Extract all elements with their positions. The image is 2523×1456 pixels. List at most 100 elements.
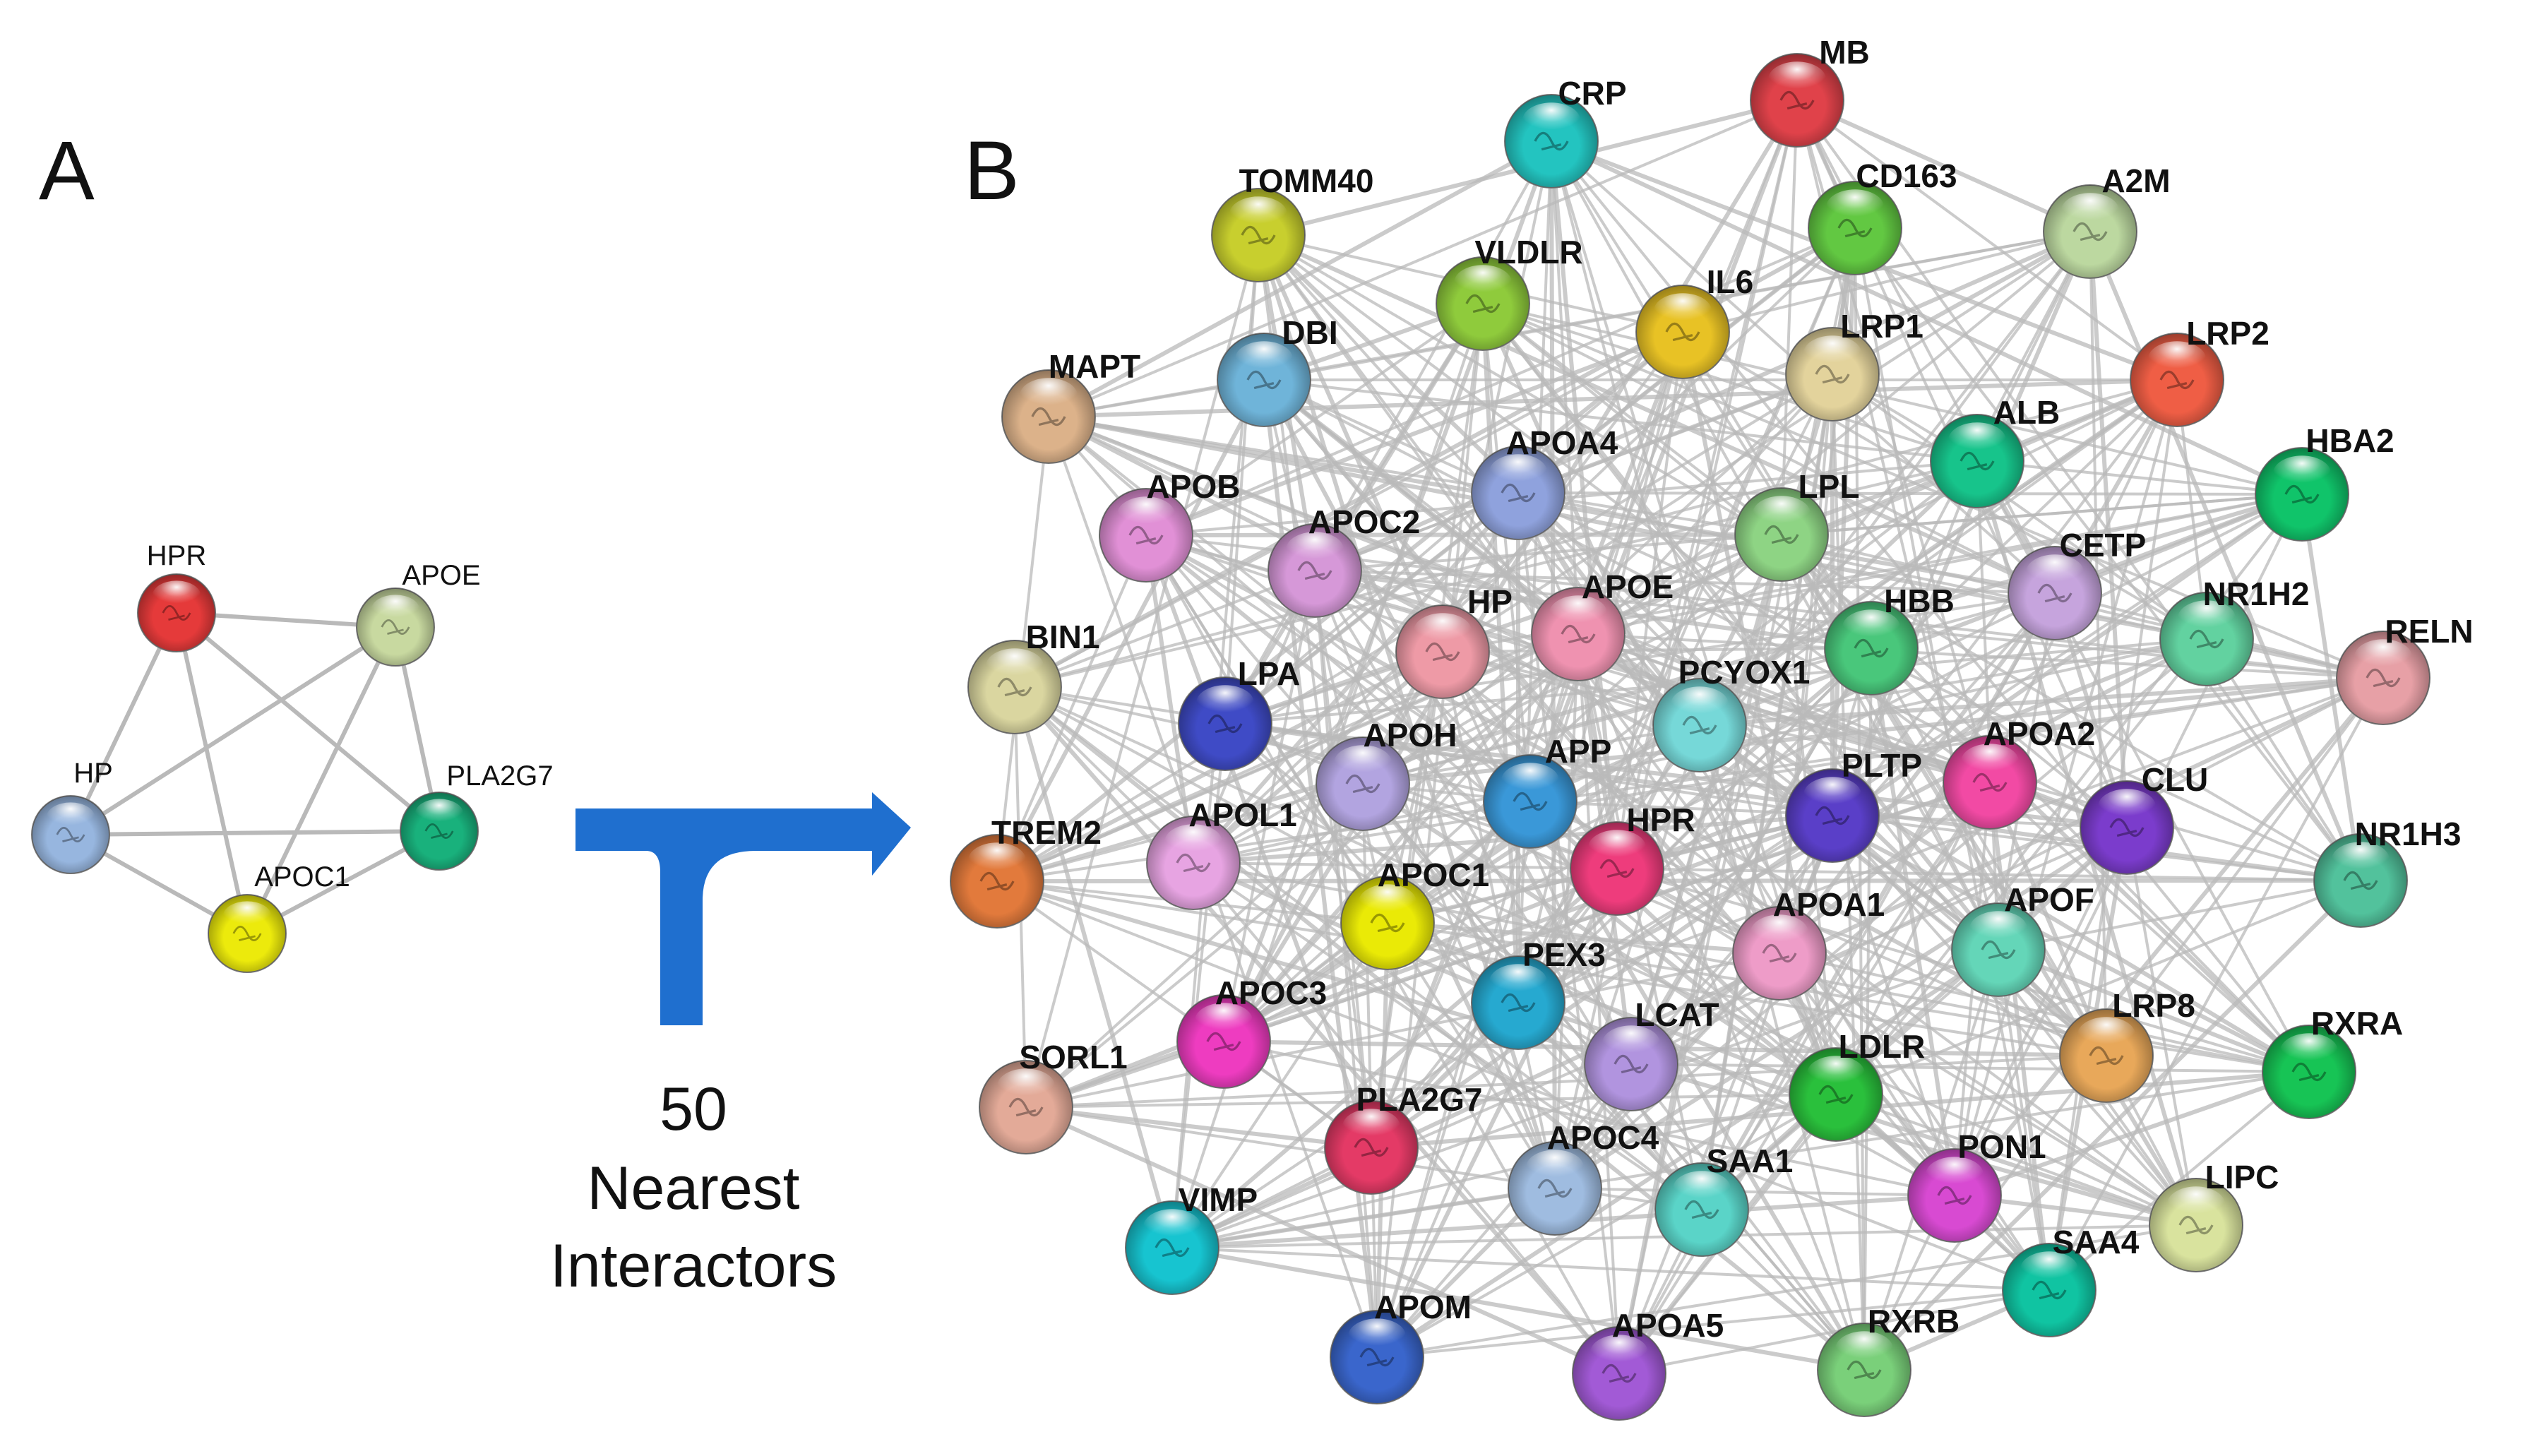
node-highlight [2332,842,2390,878]
edge-hpr-mb [1616,100,1799,869]
node-b-apoe[interactable]: APOE [1531,568,1674,681]
node-b-tomm40[interactable]: TOMM40 [1211,162,1373,282]
node-b-bin1[interactable]: BIN1 [967,619,1099,734]
node-b-pex3[interactable]: PEX3 [1471,936,1606,1050]
edge-apoc4-pon1 [1554,1187,1955,1197]
node-a-hpr[interactable]: HPR [137,540,216,652]
edge-bin1-rxrb [1013,685,1866,1372]
node-b-rxra[interactable]: RXRA [2262,1005,2403,1119]
node-label: APOM [1374,1289,1472,1325]
node-label: LCAT [1635,996,1719,1033]
node-b-pon1[interactable]: PON1 [1907,1128,2046,1243]
arrow-caption: 50 Nearest Interactors [550,1075,837,1300]
node-b-sorl1[interactable]: SORL1 [979,1039,1128,1154]
node-b-vimp[interactable]: VIMP [1125,1181,1258,1295]
node-a-pla2g7[interactable]: PLA2G7 [400,760,554,871]
node-a-hp[interactable]: HP [31,758,113,874]
node-b-saa1[interactable]: SAA1 [1654,1142,1793,1257]
node-b-a2m[interactable]: A2M [2043,162,2171,279]
node-b-lpa[interactable]: LPA [1178,655,1300,771]
node-label: HP [73,758,113,789]
node-b-apom[interactable]: APOM [1330,1289,1472,1404]
edge-hp-pla2g7 [70,829,440,837]
edge-apom-apoc2 [1313,570,1378,1358]
edge-pla2g7-sorl1 [1025,1105,1372,1150]
node-b-apoc3[interactable]: APOC3 [1176,974,1327,1089]
node-b-ldlr[interactable]: LDLR [1789,1028,1925,1142]
node-b-cd163[interactable]: CD163 [1808,157,1957,275]
node-b-pcyox1[interactable]: PCYOX1 [1652,654,1810,772]
node-b-apof[interactable]: APOF [1951,881,2094,997]
node-label: APOB [1147,468,1241,505]
node-highlight [1334,745,1392,781]
node-highlight [1803,335,1861,371]
node-b-mapt[interactable]: MAPT [1001,348,1140,464]
node-b-app[interactable]: APP [1483,733,1611,849]
node-b-trem2[interactable]: TREM2 [950,814,1102,929]
node-b-il6[interactable]: IL6 [1635,263,1753,379]
node-b-apoa2[interactable]: APOA2 [1943,715,2095,830]
node-label: APOA4 [1506,424,1618,461]
node-b-saa4[interactable]: SAA4 [2002,1224,2140,1337]
edge-reln-apol1 [1193,676,2384,864]
edge-rxrb-lpa [1224,722,1866,1371]
node-b-alb[interactable]: ALB [1930,394,2060,508]
node-b-cetp[interactable]: CETP [2008,527,2146,640]
node-b-apoc1[interactable]: APOC1 [1340,857,1489,970]
node-highlight [1522,102,1580,138]
panel-b-nodes: MB CRP TOMM40 CD163 A2M VLDLR IL6 DBI LRP1 LRP2 MA… [950,34,2474,1421]
node-b-crp[interactable]: CRP [1504,75,1627,189]
node-b-nr1h2[interactable]: NR1H2 [2159,575,2310,686]
node-b-lrp1[interactable]: LRP1 [1785,308,1923,422]
node-b-lpl[interactable]: LPL [1734,468,1859,582]
node-highlight [1229,196,1287,232]
node-b-apoa5[interactable]: APOA5 [1572,1307,1724,1421]
node-b-pltp[interactable]: PLTP [1785,747,1922,863]
panel-a-letter: A [39,124,95,217]
node-b-pla2g7[interactable]: PLA2G7 [1324,1081,1482,1195]
node-label: SAA4 [2053,1224,2140,1260]
node-b-apoc4[interactable]: APOC4 [1508,1119,1659,1236]
node-label: RELN [2385,613,2473,650]
node-b-apoh[interactable]: APOH [1316,717,1457,831]
edge-saa4-apoa2 [1988,782,2051,1291]
edge-cd163-nr1h3 [1854,227,2362,882]
node-b-lrp8[interactable]: LRP8 [2059,987,2195,1103]
node-label: VIMP [1179,1181,1258,1218]
node-b-apoa1[interactable]: APOA1 [1732,886,1885,1001]
edge-apom-saa4 [1376,1289,2050,1359]
node-b-hbb[interactable]: HBB [1824,583,1955,696]
node-b-clu[interactable]: CLU [2080,761,2208,875]
node-highlight [2280,1033,2338,1069]
node-highlight [986,648,1044,684]
node-label: CD163 [1856,157,1957,194]
node-b-lrp2[interactable]: LRP2 [2130,315,2269,427]
node-b-lcat[interactable]: LCAT [1584,996,1719,1111]
node-a-apoe[interactable]: APOE [356,560,481,667]
node-b-reln[interactable]: RELN [2336,613,2474,725]
caption-count: 50 [660,1075,727,1143]
node-b-apoa4[interactable]: APOA4 [1471,424,1618,540]
node-label: NR1H2 [2203,575,2310,612]
edge-lcat-hbb [1630,648,1873,1065]
node-label: PEX3 [1522,936,1606,973]
node-b-hpr[interactable]: HPR [1570,801,1695,916]
node-b-apoc2[interactable]: APOC2 [1268,503,1420,618]
node-b-apol1[interactable]: APOL1 [1146,796,1297,910]
node-b-nr1h3[interactable]: NR1H3 [2313,816,2462,928]
node-b-vldlr[interactable]: VLDLR [1436,234,1583,351]
node-label: APOH [1364,717,1457,753]
node-b-hba2[interactable]: HBA2 [2255,422,2394,542]
node-a-apoc1[interactable]: APOC1 [208,861,350,973]
edge-vimp-bin1 [1013,686,1174,1248]
node-highlight [1526,1150,1584,1186]
node-b-apob[interactable]: APOB [1099,468,1241,583]
node-b-dbi[interactable]: DBI [1217,314,1338,427]
edge-lrp8-hbb [1870,648,2108,1056]
node-label: NR1H3 [2355,816,2462,852]
node-b-lipc[interactable]: LIPC [2149,1159,2279,1272]
node-b-hp[interactable]: HP [1395,583,1513,699]
edge-hpr-hp [68,611,179,836]
node-b-mb[interactable]: MB [1750,34,1870,148]
node-b-rxrb[interactable]: RXRB [1817,1303,1960,1417]
